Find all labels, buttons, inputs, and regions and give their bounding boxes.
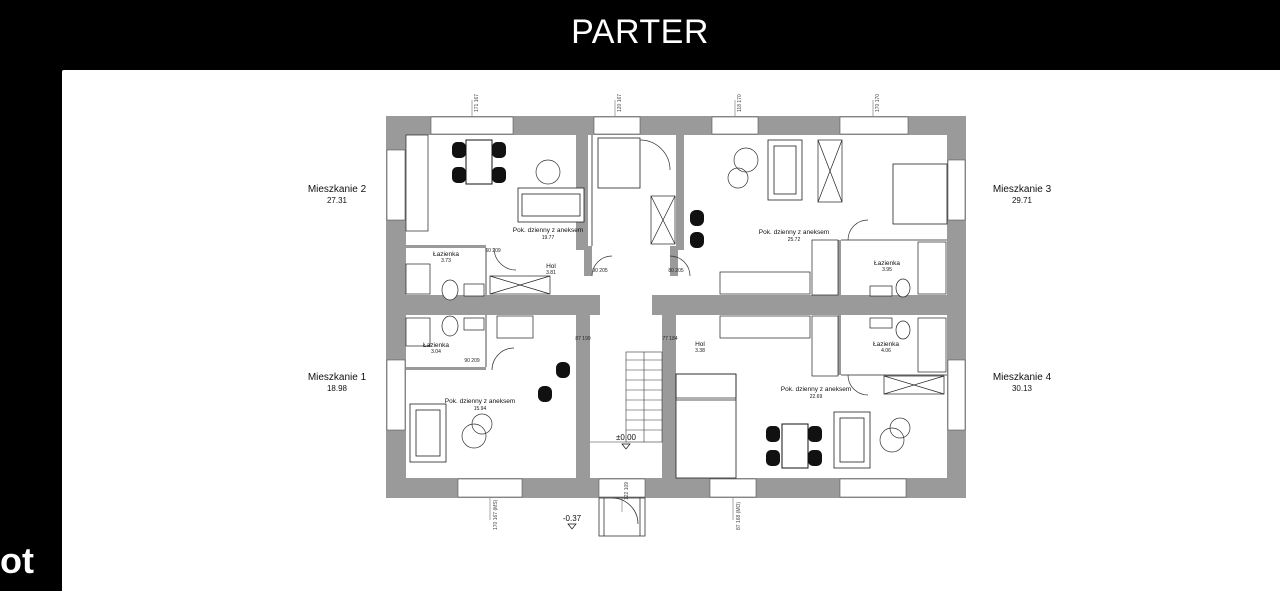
page-title: PARTER: [571, 13, 709, 51]
door-dim-5: 60 209: [485, 248, 501, 254]
room-living-2-area: 19.77: [542, 235, 555, 241]
bath-fixtures: [405, 241, 947, 373]
room-living-2: Pok. dzienny z aneksem: [513, 227, 583, 234]
room-bath-2-area: 3.73: [441, 258, 451, 264]
apartment-1-name: Mieszkanie 1: [307, 372, 367, 383]
room-bath-3-area: 3.95: [882, 267, 892, 273]
apartment-4-area: 30.13: [1011, 384, 1033, 393]
apartment-1-area: 18.98: [326, 384, 348, 393]
room-bath-2: Łazienka: [433, 251, 459, 258]
door-dim-4: 80 205: [668, 268, 684, 274]
dim-top-1: 171 167: [474, 94, 480, 112]
dim-bottom-1: 170 167 (MS): [493, 499, 499, 530]
room-bath-4: Łazienka: [873, 341, 899, 348]
sofas: [409, 139, 871, 469]
level-entrance: -0.37: [563, 514, 582, 523]
room-bath-4-area: 4.06: [881, 348, 891, 354]
level-ground: ±0.00: [616, 433, 637, 442]
watermark-logo: ot: [0, 540, 34, 581]
apartment-4-label: Mieszkanie 4 30.13: [977, 372, 1067, 393]
apartment-3-label: Mieszkanie 3 29.71: [977, 184, 1067, 205]
room-living-3: Pok. dzienny z aneksem: [759, 229, 829, 236]
door-dim-3: 90 205: [592, 268, 608, 274]
beds: [597, 137, 948, 479]
kitchen-units: [405, 134, 839, 377]
chairs: [452, 142, 822, 466]
apartment-2-name: Mieszkanie 2: [307, 184, 367, 195]
dim-top-2: 120 167: [617, 94, 623, 112]
room-living-4-area: 22.69: [810, 394, 823, 400]
round-tables: [461, 147, 911, 453]
room-living-4: Pok. dzienny z aneksem: [781, 386, 851, 393]
room-hall-2-area: 3.81: [546, 270, 556, 276]
room-hall-1-area: 3.38: [695, 348, 705, 354]
dim-bottom-2: 122 109: [624, 482, 630, 500]
room-bath-1-area: 3.04: [431, 349, 441, 355]
apartment-3-area: 29.71: [1011, 196, 1033, 205]
room-living-1: Pok. dzienny z aneksem: [445, 398, 515, 405]
room-hall-2: Hol: [546, 263, 556, 270]
apartment-3-name: Mieszkanie 3: [992, 184, 1052, 195]
dining-tables: [465, 139, 809, 469]
doors: [491, 139, 869, 396]
door-dim-2: 77 184: [662, 336, 678, 342]
room-bath-3: Łazienka: [874, 260, 900, 267]
windows-top: [430, 116, 909, 135]
apartment-2-label: Mieszkanie 2 27.31: [292, 184, 382, 205]
apartment-1-label: Mieszkanie 1 18.98: [292, 372, 382, 393]
room-living-3-area: 25.72: [788, 237, 801, 243]
door-dim-6: 90 209: [464, 358, 480, 364]
room-living-1-area: 15.94: [474, 406, 487, 412]
room-hall-1: Hol: [695, 341, 705, 348]
room-bath-1: Łazienka: [423, 342, 449, 349]
dim-top-4: 170 170: [875, 94, 881, 112]
dim-bottom-3: 87 168 (MO): [736, 502, 742, 530]
dim-top-3: 118 170: [737, 94, 743, 112]
wardrobes: [489, 139, 945, 399]
staircase: [590, 351, 663, 443]
apartment-2-area: 27.31: [326, 196, 348, 205]
apartment-4-name: Mieszkanie 4: [992, 372, 1052, 383]
windows-bottom: [457, 478, 907, 498]
door-dim-1: 87 199: [575, 336, 591, 342]
